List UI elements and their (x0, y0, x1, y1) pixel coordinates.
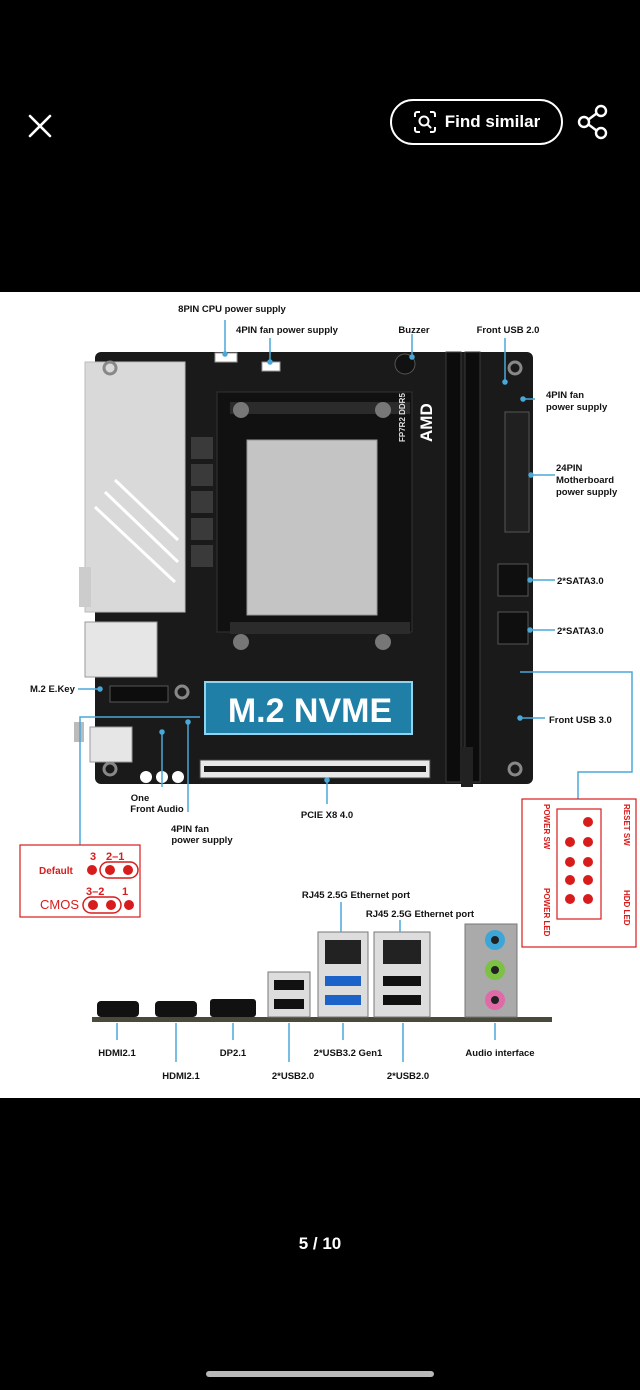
label-front-audio-2: Front Audio (130, 804, 184, 815)
jumper-cmos: CMOS (40, 897, 79, 912)
label-fan-bottom-1: 4PIN fan (171, 824, 209, 835)
label-sata-1: 2*SATA3.0 (557, 576, 604, 587)
amd-logo: AMD (417, 403, 436, 442)
product-image[interactable]: AMD FP7R2 DDR5 M.2 NVME (0, 292, 640, 1098)
vrm-heatsink (84, 361, 186, 613)
hdmi-port-1 (97, 1001, 139, 1017)
jumper-box (19, 844, 141, 918)
label-mb-power-2: Motherboard (556, 475, 614, 486)
lens-scan-icon (413, 111, 436, 133)
socket-text: FP7R2 DDR5 (398, 393, 407, 442)
label-rj45-1: RJ45 2.5G Ethernet port (302, 890, 411, 901)
label-usb20-1: 2*USB2.0 (272, 1071, 314, 1082)
sata-port-1 (497, 563, 529, 597)
jumper-num-1: 1 (122, 886, 128, 898)
label-usb32: 2*USB3.2 Gen1 (314, 1048, 383, 1059)
home-indicator[interactable] (206, 1371, 434, 1377)
jumper-num-3: 3 (90, 851, 96, 863)
label-sata-2: 2*SATA3.0 (557, 626, 604, 637)
rear-io-plate (92, 1017, 552, 1022)
label-hdmi-2: HDMI2.1 (162, 1071, 200, 1082)
label-dp: DP2.1 (220, 1048, 247, 1059)
panel-power-sw: POWER SW (542, 804, 551, 850)
panel-reset-sw: RESET SW (622, 804, 631, 846)
ram-slot-1 (445, 351, 462, 783)
close-icon (28, 114, 52, 138)
m2-nvme-label: M.2 NVME (228, 692, 392, 730)
find-similar-button[interactable]: Find similar (390, 99, 563, 145)
sata-port-2 (497, 611, 529, 645)
label-audio: Audio interface (465, 1048, 534, 1059)
label-mb-power-1: 24PIN (556, 463, 583, 474)
usb20-stack-1 (267, 971, 311, 1018)
motherboard-diagram: AMD FP7R2 DDR5 M.2 NVME (19, 304, 637, 1082)
label-fan-bottom-2: power supply (171, 835, 233, 846)
label-pcie: PCIE X8 4.0 (301, 810, 353, 821)
ram-slot-2 (464, 351, 481, 783)
jumper-num-2-1: 2–1 (106, 851, 124, 863)
label-usb20-2: 2*USB2.0 (387, 1071, 429, 1082)
share-button[interactable] (576, 104, 610, 140)
top-bar: Find similar (0, 0, 640, 292)
dp-port (210, 999, 256, 1017)
label-rj45-2: RJ45 2.5G Ethernet port (366, 909, 475, 920)
hdmi-port-2 (155, 1001, 197, 1017)
m2-nvme-slot (204, 681, 413, 735)
label-front-usb2: Front USB 2.0 (477, 325, 540, 336)
cpu-chip (246, 439, 378, 616)
io-shield (84, 621, 158, 678)
bottom-bar (0, 1098, 640, 1390)
label-mb-power-3: power supply (556, 487, 618, 498)
label-fan-right-2: power supply (546, 402, 608, 413)
share-icon (577, 104, 608, 140)
label-hdmi-1: HDMI2.1 (98, 1048, 136, 1059)
label-m2-ekey: M.2 E.Key (30, 684, 76, 695)
label-fan-right-1: 4PIN fan (546, 390, 584, 401)
label-front-audio-1: One (131, 793, 149, 804)
front-panel-box (521, 798, 637, 948)
find-similar-label: Find similar (444, 112, 541, 131)
label-buzzer: Buzzer (398, 325, 429, 336)
panel-hdd-led: HDD LED (622, 890, 631, 926)
atx-24pin (504, 411, 530, 533)
page-indicator: 5 / 10 (298, 1234, 342, 1253)
close-button[interactable] (24, 110, 56, 142)
jumper-default: Default (39, 866, 74, 877)
m2-ekey-slot (109, 685, 169, 703)
label-fan-top: 4PIN fan power supply (236, 325, 339, 336)
label-front-usb3: Front USB 3.0 (549, 715, 612, 726)
label-cpu-power: 8PIN CPU power supply (178, 304, 286, 315)
panel-power-led: POWER LED (542, 888, 551, 937)
jumper-num-3-2: 3–2 (86, 886, 104, 898)
